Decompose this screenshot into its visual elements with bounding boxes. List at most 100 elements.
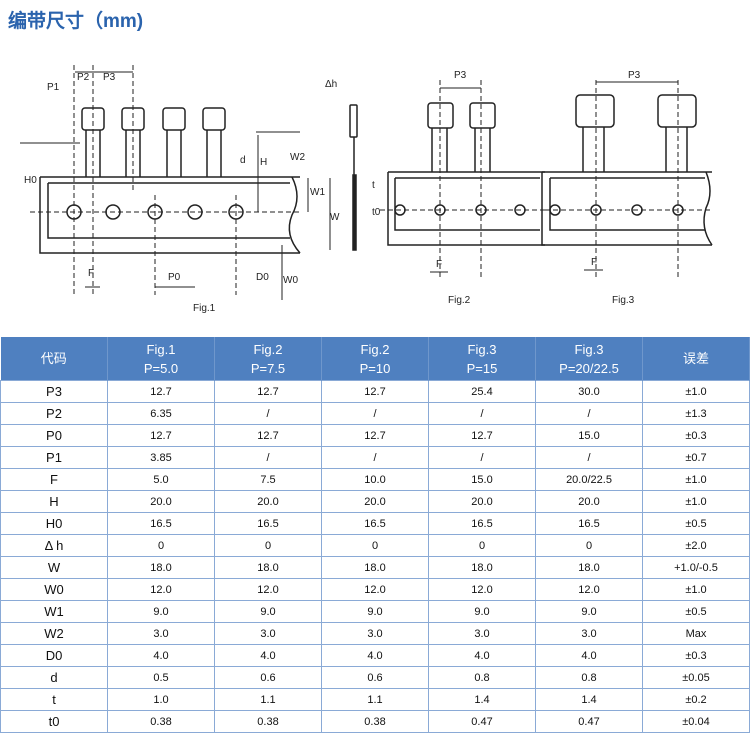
label-f: F bbox=[88, 268, 94, 279]
table-cell: 7.5 bbox=[214, 468, 322, 491]
table-cell: ±0.05 bbox=[642, 666, 750, 689]
row-code: Δ h bbox=[0, 534, 108, 557]
table-cell: 18.0 bbox=[428, 556, 536, 579]
table-cell: / bbox=[214, 446, 322, 469]
table-cell: 12.0 bbox=[107, 578, 215, 601]
table-cell: 20.0 bbox=[214, 490, 322, 513]
table-cell: / bbox=[428, 402, 536, 425]
fig2-caption: Fig.2 bbox=[448, 295, 471, 306]
table-cell: ±0.5 bbox=[642, 512, 750, 535]
table-cell: 25.4 bbox=[428, 380, 536, 403]
column-header-line: Fig.3 bbox=[574, 341, 604, 357]
table-cell: 20.0 bbox=[535, 490, 643, 513]
row-code: D0 bbox=[0, 644, 108, 667]
table-cell: ±1.3 bbox=[642, 402, 750, 425]
table-cell: 0.47 bbox=[535, 710, 643, 733]
row-code: W bbox=[0, 556, 108, 579]
table-cell: 12.7 bbox=[321, 424, 429, 447]
column-header-line: Fig.1 bbox=[146, 341, 176, 357]
table-cell: 1.0 bbox=[107, 688, 215, 711]
row-code: P3 bbox=[0, 380, 108, 403]
table-cell: 18.0 bbox=[214, 556, 322, 579]
column-header-line: 代码 bbox=[40, 351, 67, 366]
table-cell: ±1.0 bbox=[642, 578, 750, 601]
table-cell: 0.47 bbox=[428, 710, 536, 733]
row-code: t bbox=[0, 688, 108, 711]
row-code: H0 bbox=[0, 512, 108, 535]
label-f-fig2: F bbox=[436, 259, 442, 270]
table-cell: 0.8 bbox=[428, 666, 536, 689]
table-cell: 4.0 bbox=[535, 644, 643, 667]
table-cell: / bbox=[535, 446, 643, 469]
row-code: F bbox=[0, 468, 108, 491]
table-cell: 0 bbox=[214, 534, 322, 557]
table-cell: 12.0 bbox=[321, 578, 429, 601]
table-cell: 9.0 bbox=[535, 600, 643, 623]
label-delta-h: Δh bbox=[325, 79, 337, 90]
table-cell: 9.0 bbox=[214, 600, 322, 623]
table-cell: 12.7 bbox=[214, 380, 322, 403]
table-cell: ±1.0 bbox=[642, 468, 750, 491]
table-cell: 3.0 bbox=[535, 622, 643, 645]
tape-dimension-diagram: P1 P2 P3 H0 H d W2 W1 W W0 F P0 D0 Δh t … bbox=[20, 65, 713, 314]
label-f-fig3: F bbox=[591, 257, 597, 268]
table-cell: ±0.3 bbox=[642, 424, 750, 447]
table-cell: 12.7 bbox=[214, 424, 322, 447]
table-cell: 20.0/22.5 bbox=[535, 468, 643, 491]
table-cell: 12.7 bbox=[107, 380, 215, 403]
label-p3: P3 bbox=[103, 72, 116, 83]
table-cell: 0 bbox=[321, 534, 429, 557]
label-t0: t0 bbox=[372, 207, 381, 218]
label-p2: P2 bbox=[77, 72, 90, 83]
table-cell: ±0.04 bbox=[642, 710, 750, 733]
table-cell: 3.0 bbox=[321, 622, 429, 645]
table-cell: 18.0 bbox=[535, 556, 643, 579]
table-cell: 3.0 bbox=[428, 622, 536, 645]
table-cell: 0.38 bbox=[107, 710, 215, 733]
fig3-caption: Fig.3 bbox=[612, 295, 635, 306]
table-cell: ±0.5 bbox=[642, 600, 750, 623]
table-cell: / bbox=[428, 446, 536, 469]
table-cell: / bbox=[535, 402, 643, 425]
table-cell: 0.38 bbox=[214, 710, 322, 733]
table-cell: 18.0 bbox=[107, 556, 215, 579]
table-cell: 6.35 bbox=[107, 402, 215, 425]
table-cell: 16.5 bbox=[214, 512, 322, 535]
table-cell: 9.0 bbox=[321, 600, 429, 623]
column-header-line: P=20/22.5 bbox=[559, 360, 619, 376]
row-code: d bbox=[0, 666, 108, 689]
table-cell: 3.0 bbox=[214, 622, 322, 645]
label-t: t bbox=[372, 180, 375, 191]
table-cell: 1.1 bbox=[214, 688, 322, 711]
table-cell: 0 bbox=[535, 534, 643, 557]
table-cell: ±2.0 bbox=[642, 534, 750, 557]
table-cell: 1.4 bbox=[428, 688, 536, 711]
table-cell: 1.1 bbox=[321, 688, 429, 711]
column-header: 代码 bbox=[0, 337, 108, 381]
table-cell: 4.0 bbox=[214, 644, 322, 667]
label-w0: W0 bbox=[283, 275, 298, 286]
table-cell: 0 bbox=[107, 534, 215, 557]
row-code: t0 bbox=[0, 710, 108, 733]
row-code: W1 bbox=[0, 600, 108, 623]
table-cell: 20.0 bbox=[428, 490, 536, 513]
label-h0: H0 bbox=[24, 175, 37, 186]
table-cell: 0.8 bbox=[535, 666, 643, 689]
label-d0: D0 bbox=[256, 272, 269, 283]
column-header-line: P=7.5 bbox=[250, 360, 286, 376]
